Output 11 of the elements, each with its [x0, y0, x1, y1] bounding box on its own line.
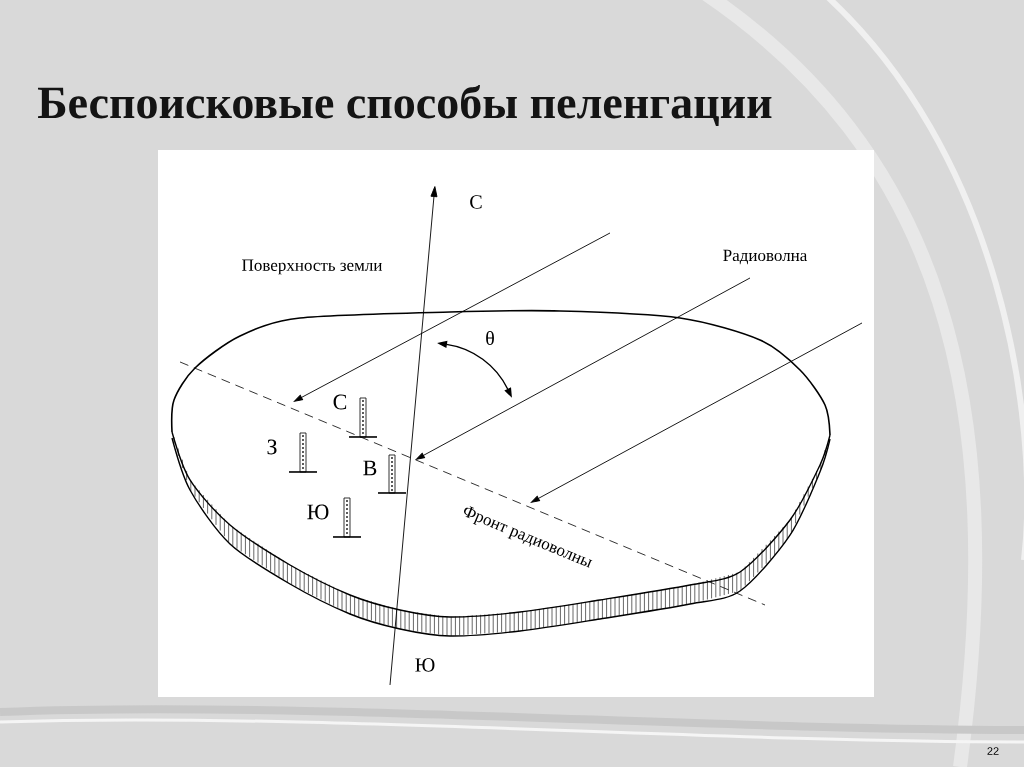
diagram-label: Ю [415, 658, 435, 672]
diagram-label: В [363, 460, 377, 476]
diagram-label: С [333, 394, 347, 410]
page-number: 22 [987, 747, 999, 755]
diagram-label: Ю [307, 504, 329, 520]
diagram-label: θ [486, 330, 494, 346]
diagram-label: З [267, 439, 277, 455]
diagram-label: Радиоволна [723, 249, 808, 265]
diagram-label: С [470, 195, 482, 209]
title: Беспоисковые способы пеленгации [38, 85, 772, 126]
diagram-label: Поверхность земли [242, 259, 383, 275]
